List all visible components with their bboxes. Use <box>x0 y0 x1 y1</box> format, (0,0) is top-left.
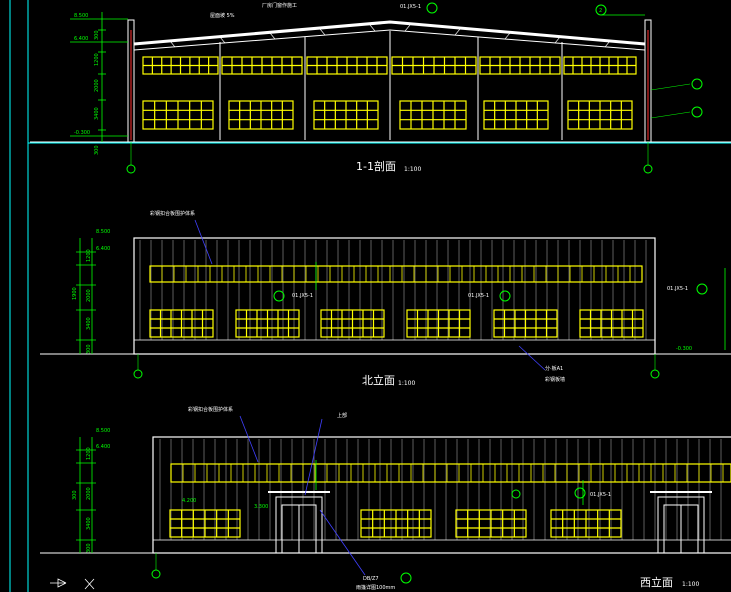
west-dim-2: 1200 <box>86 447 92 460</box>
svg-text:01.JX5-1: 01.JX5-1 <box>667 286 688 292</box>
section-scale: 1:100 <box>404 166 422 173</box>
north-title: 北立面 <box>362 374 395 387</box>
west-material-label: 彩钢扣合板围护体系 <box>188 406 233 413</box>
north-elevation: 8.500 6.400 -0.300 1900 1200 2000 3400 3… <box>40 210 731 383</box>
north-level-3: -0.300 <box>676 346 692 352</box>
section-dim-4: 3400 <box>94 107 100 120</box>
section-axis-right <box>643 164 653 174</box>
west-dim-1: 300 <box>72 490 78 500</box>
west-level-1: 8.500 <box>96 428 110 434</box>
north-dim-1: 1900 <box>72 287 78 300</box>
section-roof-label: 厂房门窗作施工 <box>262 2 297 9</box>
north-detail-label-2: 01.JX5-1 <box>468 293 489 299</box>
north-scale: 1:100 <box>398 380 416 387</box>
west-elevation: 8.500 6.400 4.200 3.300 300 1200 2000 34… <box>40 406 731 591</box>
north-material-label: 彩钢扣合板围护体系 <box>150 210 195 217</box>
west-dim-5: 300 <box>86 543 92 553</box>
west-level-3: 4.200 <box>182 498 196 504</box>
west-title: 西立面 <box>640 576 673 589</box>
west-door-code: DB/Z7 <box>363 576 379 582</box>
north-floor-label: 彩钢板墙 <box>545 376 565 383</box>
north-level-2: 6.400 <box>96 246 110 252</box>
section-level-3: -0.300 <box>74 130 90 136</box>
west-dim-4: 3400 <box>86 517 92 530</box>
north-floor-label-2: 分·板A1 <box>545 365 563 372</box>
section-detail-label: 01.JX5-1 <box>400 4 421 10</box>
west-level-2: 6.400 <box>96 444 110 450</box>
west-level-4: 3.300 <box>254 504 268 510</box>
section-detail-bubble <box>426 2 438 14</box>
north-dim-4: 3400 <box>86 317 92 330</box>
section-dim-3: 2000 <box>94 79 100 92</box>
section-level-1: 8.500 <box>74 13 88 19</box>
north-dim-5: 300 <box>86 344 92 354</box>
section-dim-2: 1200 <box>94 53 100 66</box>
drawing-frame <box>9 0 731 592</box>
north-level-1: 8.500 <box>96 229 110 235</box>
west-dim-3: 2000 <box>86 487 92 500</box>
section-1-1: 8.500 6.400 -0.300 300 1200 2000 3400 30… <box>30 2 731 174</box>
section-detail-label-2: 2 <box>599 8 602 14</box>
north-dim-3: 2000 <box>86 289 92 302</box>
west-door-label: 雨篷详图100mm <box>356 584 395 591</box>
section-axis-left <box>126 164 136 174</box>
section-title: 1-1剖面 <box>356 160 396 173</box>
north-dim-2: 1200 <box>86 249 92 262</box>
section-dim-1: 300 <box>94 30 100 40</box>
section-small-label: 屋面坡 5% <box>210 12 235 19</box>
section-dim-5: 300 <box>94 145 100 155</box>
section-level-2: 6.400 <box>74 36 88 42</box>
north-detail-label: 01.JX5-1 <box>292 293 313 299</box>
west-detail-label: 01.JX5-1 <box>590 492 611 498</box>
west-scale: 1:100 <box>682 581 700 588</box>
west-top-label: 上部 <box>337 412 347 419</box>
